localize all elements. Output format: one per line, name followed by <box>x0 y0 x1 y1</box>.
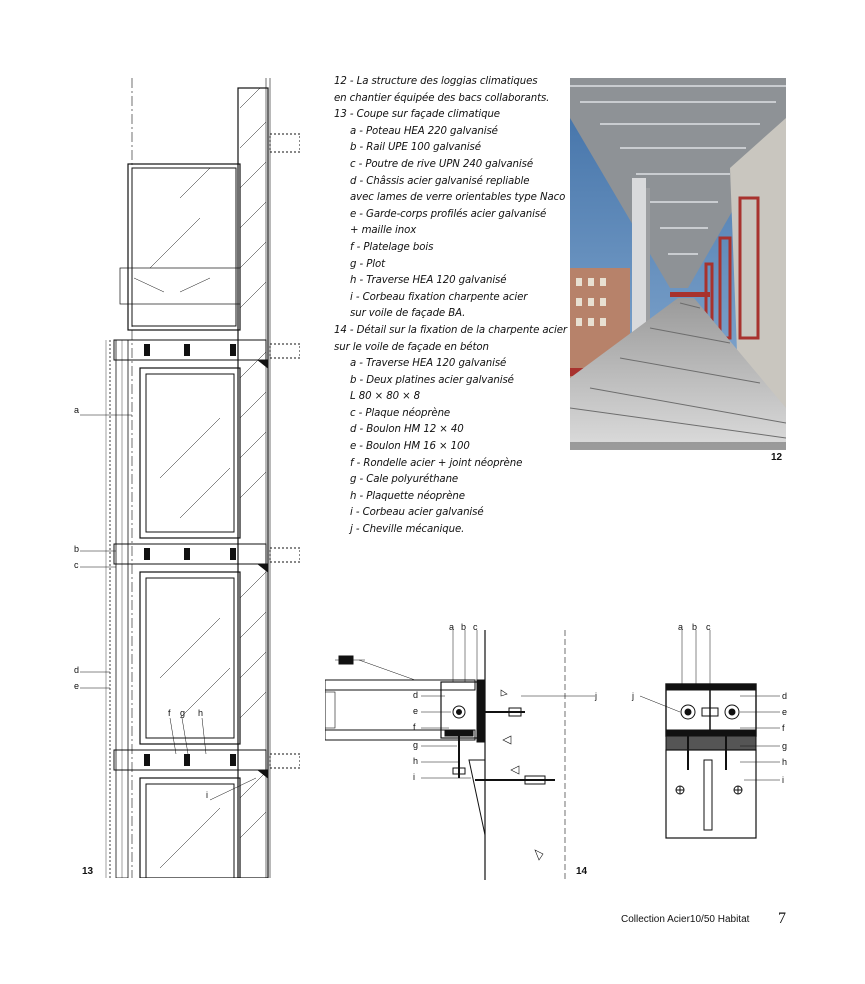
page-number: 7 <box>778 910 786 927</box>
label-14-e: e <box>413 706 418 716</box>
label-14-c: c <box>473 622 478 632</box>
caption-14-item: j - Cheville mécanique. <box>350 524 465 536</box>
caption-14-item: b - Deux platines acier galvanisé <box>350 374 514 386</box>
label-14b-a: a <box>678 622 683 632</box>
caption-12-line1: 12 - La structure des loggias climatique… <box>334 76 538 87</box>
label-13-d: d <box>74 665 79 675</box>
caption-14-item: g - Cale polyuréthane <box>350 474 459 486</box>
caption-13-item: sur voile de façade BA. <box>350 308 466 320</box>
label-14-f: f <box>413 722 416 732</box>
label-14b-i: i <box>782 775 784 785</box>
label-14b-g: g <box>782 741 787 751</box>
footer-collection: Collection Acier10/50 Habitat <box>621 914 750 925</box>
caption-12-line2: en chantier équipée des bacs collaborant… <box>334 92 550 104</box>
caption-13-item: g - Plot <box>350 258 386 270</box>
caption-13-item: h - Traverse HEA 120 galvanisé <box>350 275 507 287</box>
figure-number-12: 12 <box>771 452 783 463</box>
caption-13-item: e - Garde-corps profilés acier galvanisé <box>350 208 547 220</box>
label-14-d: d <box>413 690 418 700</box>
caption-14-item: h - Plaquette néoprène <box>350 490 465 502</box>
caption-14-title-line2: sur le voile de façade en béton <box>334 341 489 353</box>
label-14b-j: j <box>631 691 634 701</box>
label-14-j: j <box>594 691 597 701</box>
caption-14-title-line1: 14 - Détail sur la fixation de la charpe… <box>334 324 568 336</box>
caption-13-item: f - Platelage bois <box>350 241 434 253</box>
figure-number-14: 14 <box>576 866 588 877</box>
label-14-a: a <box>449 622 454 632</box>
label-14-i: i <box>413 772 415 782</box>
caption-14-item: f - Rondelle acier + joint néoprène <box>350 457 523 469</box>
caption-14-item: a - Traverse HEA 120 galvanisé <box>350 358 507 370</box>
label-14b-f: f <box>782 723 785 733</box>
label-13-h: h <box>198 708 203 718</box>
caption-14-item: d - Boulon HM 12 × 40 <box>350 424 464 436</box>
photo-loggia-12 <box>570 78 786 450</box>
detail-drawing-14-front: a b c j d e f g h i <box>631 622 787 839</box>
label-13-i: i <box>206 790 208 800</box>
caption-14-item: L 80 × 80 × 8 <box>350 391 421 403</box>
label-13-f: f <box>168 708 171 718</box>
figure-number-13: 13 <box>82 866 94 877</box>
caption-13-item: b - Rail UPE 100 galvanisé <box>350 142 481 154</box>
section-drawing-13: a b c d e f g h i <box>74 78 300 878</box>
caption-14-item: e - Boulon HM 16 × 100 <box>350 441 470 453</box>
label-14-h: h <box>413 756 418 766</box>
label-13-e: e <box>74 681 79 691</box>
caption-13-item: d - Châssis acier galvanisé repliable <box>350 175 530 187</box>
caption-14-item: i - Corbeau acier galvanisé <box>350 507 484 519</box>
label-14b-b: b <box>692 622 697 632</box>
label-13-g: g <box>180 708 185 718</box>
caption-13-item: c - Poutre de rive UPN 240 galvanisé <box>350 158 534 170</box>
caption-14-item: c - Plaque néoprène <box>350 407 451 419</box>
label-14b-d: d <box>782 691 787 701</box>
caption-13-item: + maille inox <box>350 225 417 237</box>
caption-13-item: i - Corbeau fixation charpente acier <box>350 291 528 303</box>
label-13-a: a <box>74 405 79 415</box>
label-14b-c: c <box>706 622 711 632</box>
caption-13-title: 13 - Coupe sur façade climatique <box>334 109 500 121</box>
label-14b-h: h <box>782 757 787 767</box>
label-13-b: b <box>74 544 79 554</box>
label-14b-e: e <box>782 707 787 717</box>
label-14-g: g <box>413 740 418 750</box>
figure-captions: 12 - La structure des loggias climatique… <box>334 74 568 539</box>
caption-13-item: avec lames de verre orientables type Nac… <box>350 192 566 204</box>
label-13-c: c <box>74 560 79 570</box>
detail-drawing-14-side: a b c d e f g h i j <box>325 622 597 880</box>
caption-13-item: a - Poteau HEA 220 galvanisé <box>350 125 498 137</box>
label-14-b: b <box>461 622 466 632</box>
